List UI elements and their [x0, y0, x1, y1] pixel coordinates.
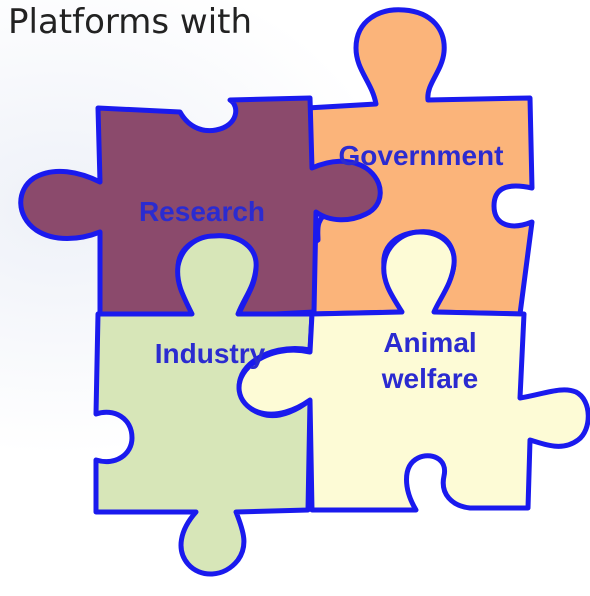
- label-animal-welfare-line1: Animal: [383, 327, 476, 358]
- label-industry: Industry: [155, 338, 266, 369]
- label-government: Government: [339, 140, 504, 171]
- puzzle-piece-animal-welfare: [236, 229, 590, 513]
- label-research: Research: [139, 196, 265, 227]
- label-animal-welfare-line2: welfare: [381, 363, 479, 394]
- diagram-title: Platforms with: [8, 2, 253, 42]
